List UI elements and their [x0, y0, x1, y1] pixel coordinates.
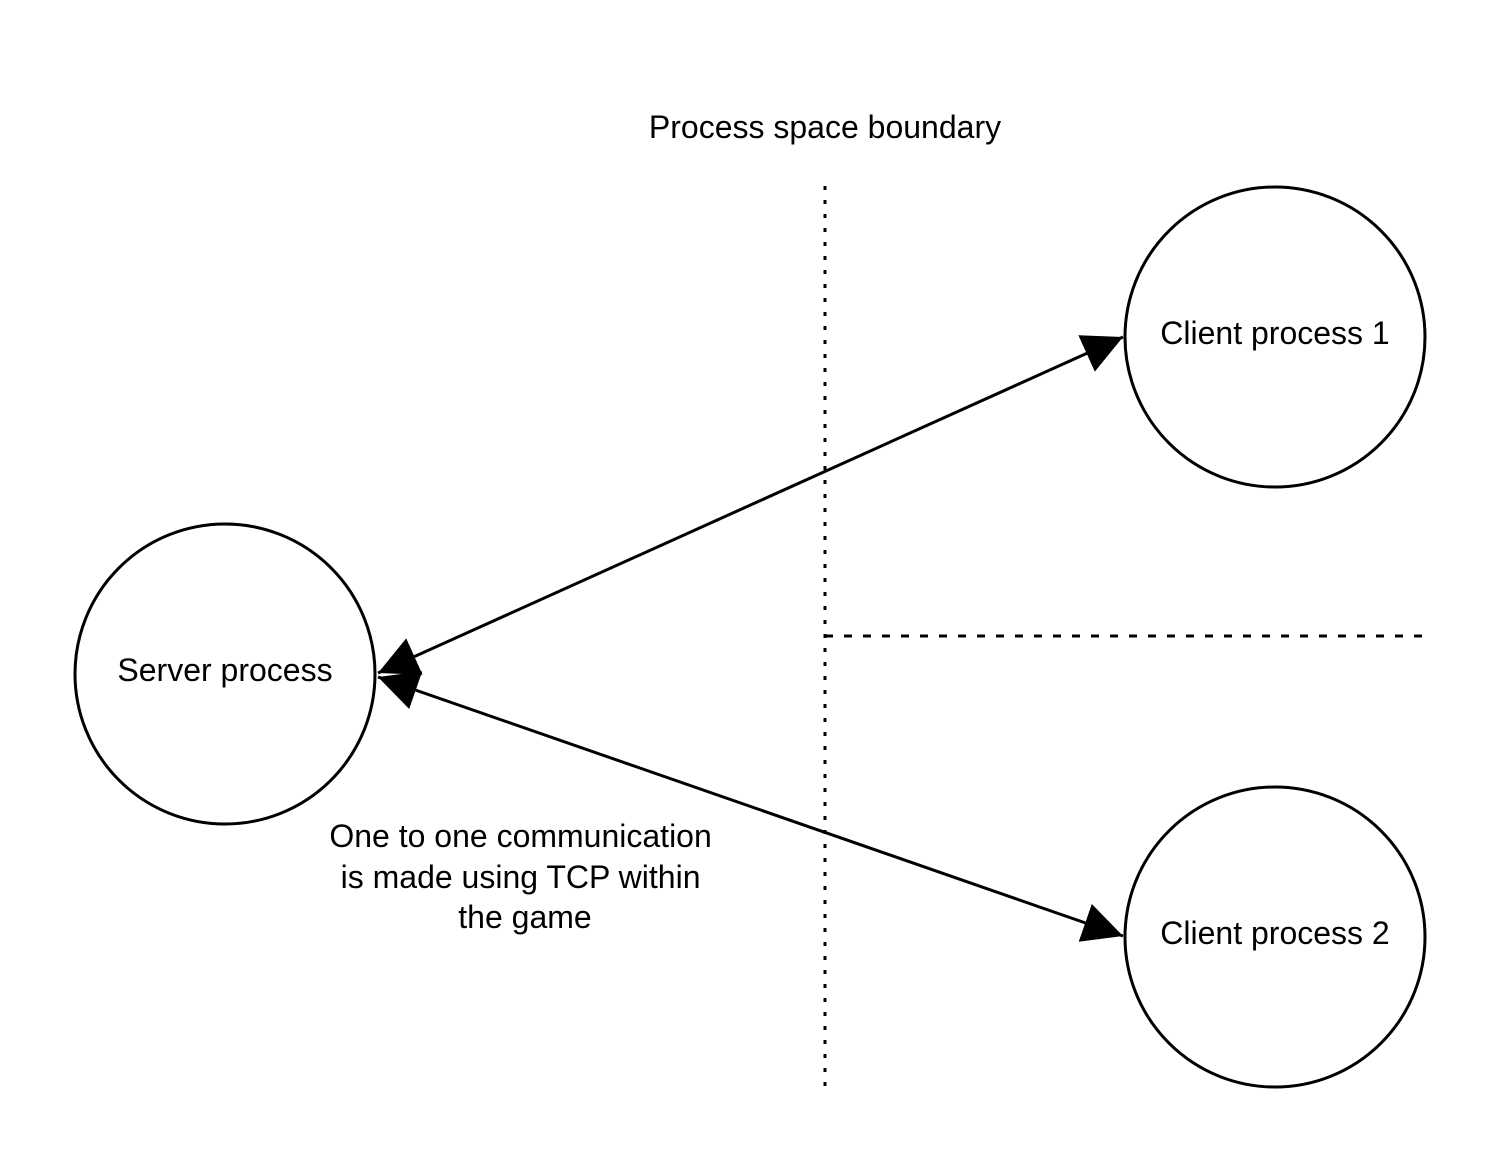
tcp-note: One to one communication is made using T… [329, 818, 720, 935]
tcp-note-line-2: is made using TCP within [341, 859, 701, 895]
client1-node: Client process 1 [1123, 185, 1427, 489]
client2-circle [1123, 785, 1427, 1089]
server-client1-arrow [377, 335, 1124, 675]
tcp-note-line-3: the game [458, 899, 591, 935]
client2-node: Client process 2 [1123, 785, 1427, 1089]
server-label: Server process [117, 652, 332, 688]
server-client2-arrow [377, 671, 1124, 942]
server-circle [73, 522, 377, 826]
tcp-note-line-1: One to one communication [329, 818, 711, 854]
client2-label: Client process 2 [1160, 915, 1389, 951]
boundary-title: Process space boundary [649, 109, 1001, 145]
client1-label: Client process 1 [1160, 315, 1389, 351]
client1-circle [1123, 185, 1427, 489]
server-node: Server process [73, 522, 377, 826]
